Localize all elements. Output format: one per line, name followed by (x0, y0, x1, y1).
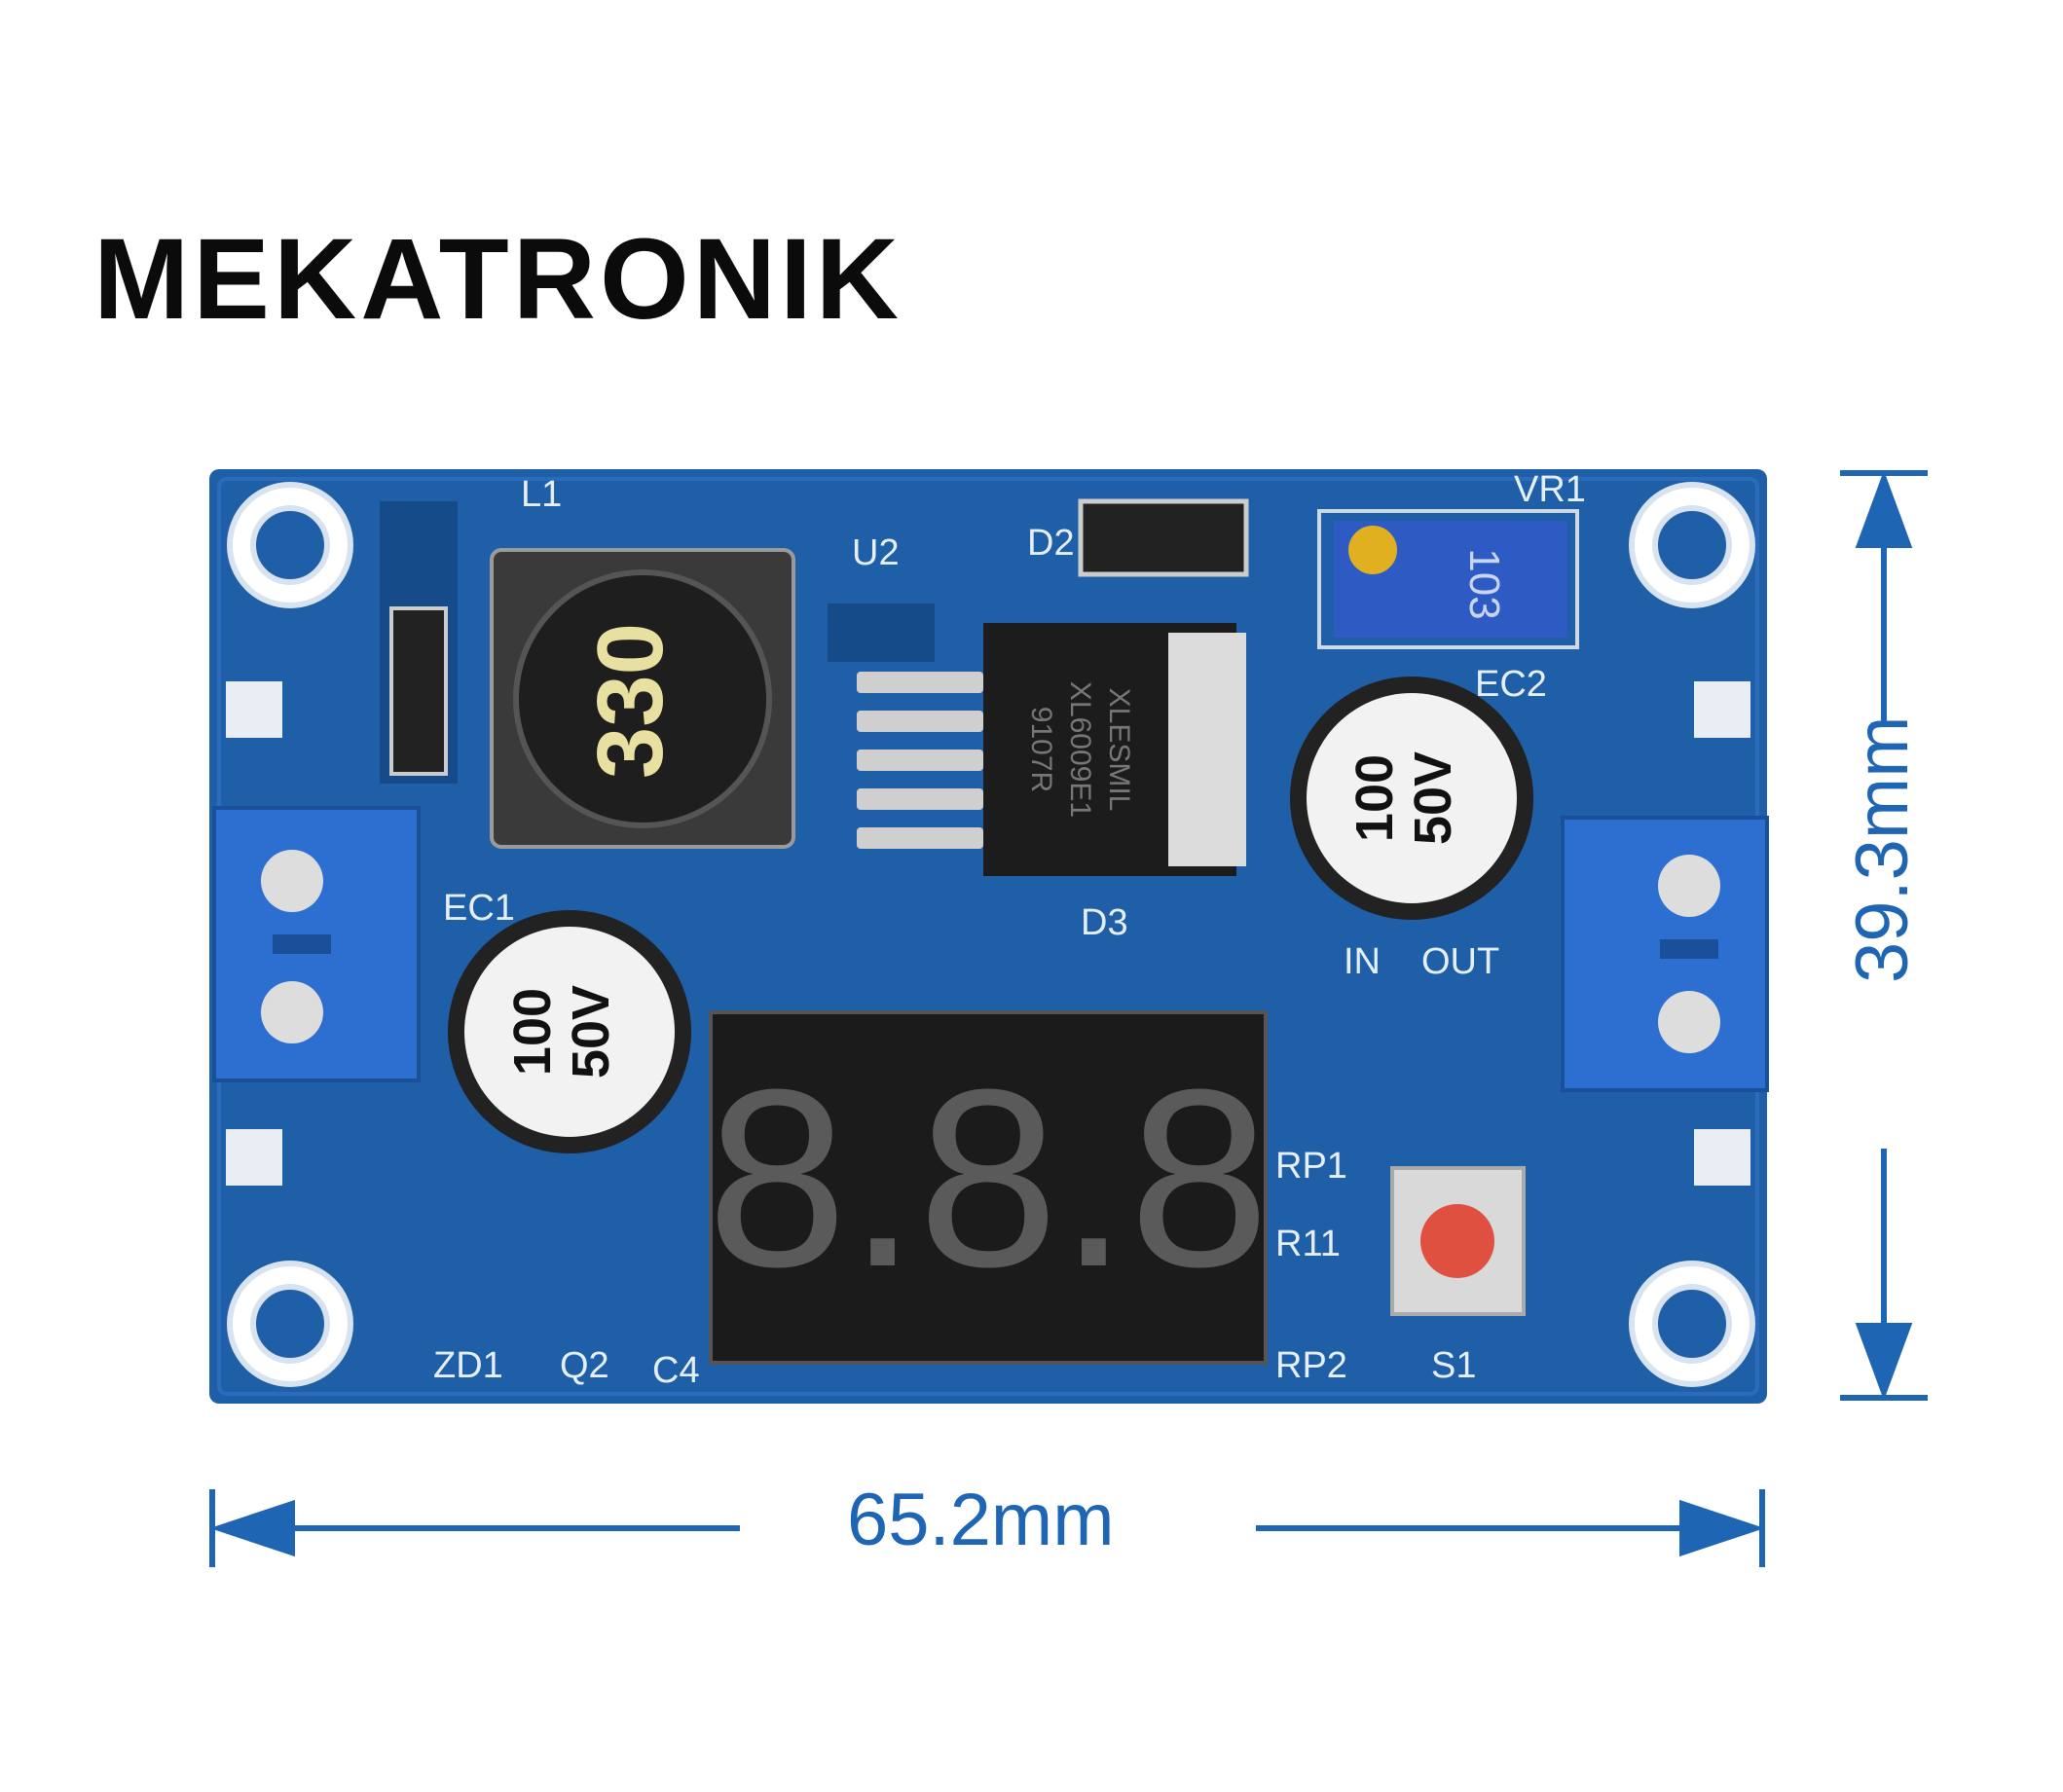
dimension-height-arrow (1840, 470, 1928, 1401)
label-ec1: EC1 (443, 888, 515, 929)
label-s1: S1 (1431, 1345, 1476, 1386)
label-r11: R11 (1275, 1224, 1341, 1264)
cap-marking-2: 50V (1404, 751, 1462, 845)
brand-logo: MEKATRONIK (93, 215, 903, 344)
capacitor-ec2: 100 50V (1290, 677, 1533, 920)
label-d2: D2 (1027, 523, 1075, 564)
display-digits: 8.8.8 (707, 1038, 1270, 1320)
label-q2: Q2 (560, 1345, 609, 1386)
label-rp2: RP2 (1275, 1345, 1347, 1386)
label-d3: D3 (1081, 902, 1128, 943)
trimpot-marking: 103 (1460, 548, 1508, 619)
label-u2: U2 (852, 532, 900, 573)
ic-marking-3: 9107R (1025, 707, 1057, 792)
width-dimension-label: 65.2mm (847, 1479, 1115, 1561)
terminal-out (1561, 816, 1769, 1092)
label-c4: C4 (652, 1350, 700, 1391)
capacitor-ec1: 100 50V (448, 910, 691, 1153)
height-dimension-label: 39.3mm (1841, 715, 1924, 983)
inductor-marking: 330 (578, 623, 682, 779)
cap-marking-1: 100 (1345, 754, 1404, 842)
label-l1: L1 (521, 474, 562, 515)
label-ec2: EC2 (1475, 664, 1547, 705)
ic-marking-2: XL6009E1 (1064, 681, 1096, 818)
label-zd1: ZD1 (433, 1345, 503, 1386)
dimension-width-arrow (209, 1489, 1765, 1567)
label-vr1: VR1 (1514, 469, 1586, 510)
terminal-in (212, 806, 421, 1082)
label-out: OUT (1421, 941, 1499, 982)
mounting-holes (227, 482, 1755, 1387)
seven-segment-display (709, 1010, 1268, 1365)
label-in: IN (1344, 941, 1381, 982)
cap-marking-4: 50V (562, 985, 620, 1079)
label-rp1: RP1 (1275, 1146, 1347, 1187)
cap-marking-3: 100 (503, 988, 562, 1076)
ic-pins (857, 672, 983, 849)
ic-marking-1: XLESMIL (1103, 688, 1135, 812)
